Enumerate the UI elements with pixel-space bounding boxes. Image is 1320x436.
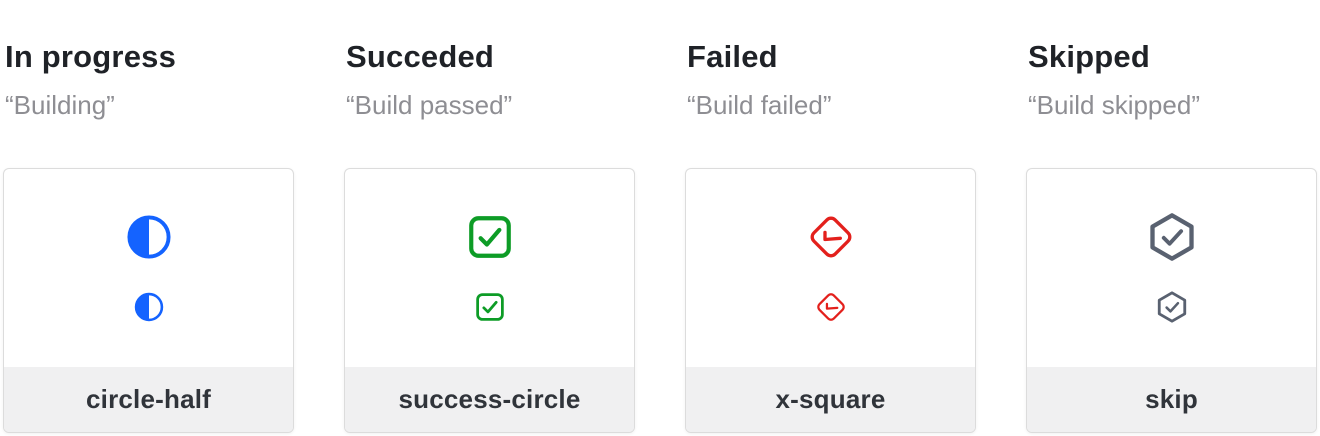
check-hexagon-icon: [1146, 211, 1198, 263]
icon-card: skip: [1026, 168, 1317, 433]
status-title: In progress: [5, 39, 177, 74]
status-subtitle: “Build failed”: [687, 90, 832, 120]
rotated-check-square-icon: [802, 209, 859, 266]
status-title: Skipped: [1028, 39, 1150, 74]
icon-name-label: x-square: [686, 367, 975, 432]
check-square-icon: [473, 291, 506, 324]
icon-name-label: success-circle: [345, 367, 634, 432]
icon-card-body: [686, 169, 975, 367]
status-column-failed: Failed “Build failed” x-square: [685, 0, 976, 436]
icon-name-label: skip: [1027, 367, 1316, 432]
icon-card-body: [345, 169, 634, 367]
icon-card: x-square: [685, 168, 976, 433]
check-square-icon: [465, 212, 515, 262]
icon-name-label: circle-half: [4, 367, 293, 432]
status-column-skipped: Skipped “Build skipped” skip: [1026, 0, 1317, 436]
status-subtitle: “Building”: [5, 90, 115, 120]
icon-card: circle-half: [3, 168, 294, 433]
check-hexagon-icon: [1155, 290, 1189, 324]
icon-card: success-circle: [344, 168, 635, 433]
circle-half-icon: [125, 214, 172, 261]
status-column-succeeded: Succeded “Build passed” success-circle: [344, 0, 635, 436]
status-subtitle: “Build passed”: [346, 90, 513, 120]
icon-card-body: [4, 169, 293, 367]
rotated-check-square-icon: [811, 288, 849, 326]
status-title: Succeded: [346, 39, 495, 74]
status-title: Failed: [687, 39, 778, 74]
icon-card-body: [1027, 169, 1316, 367]
circle-half-icon: [133, 292, 164, 323]
status-subtitle: “Build skipped”: [1028, 90, 1200, 120]
status-column-in-progress: In progress “Building” circle-half: [3, 0, 294, 436]
